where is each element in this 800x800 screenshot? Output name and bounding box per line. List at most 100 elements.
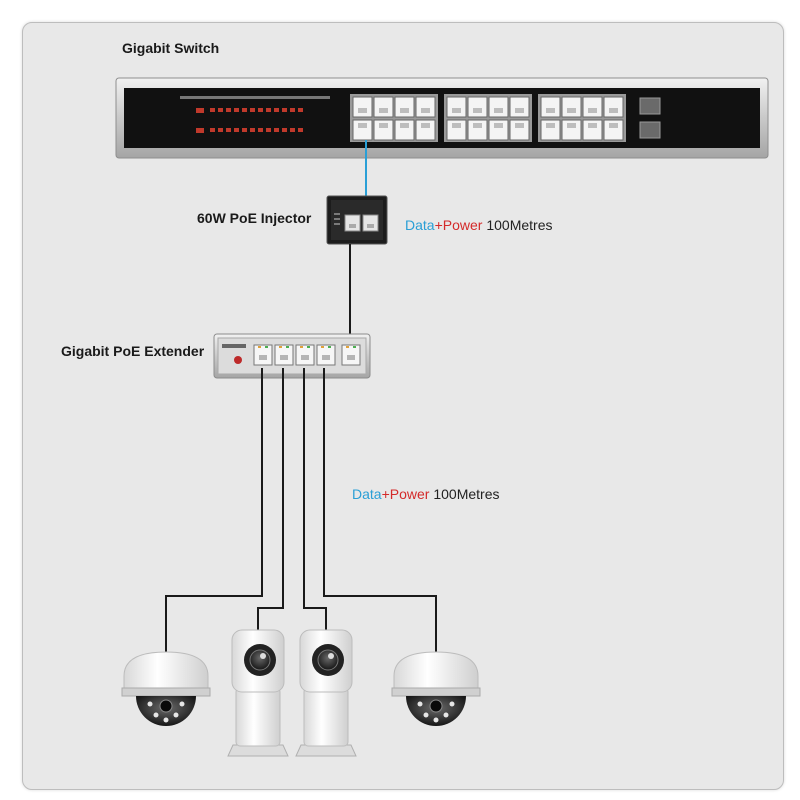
power-text: Power bbox=[389, 486, 430, 502]
switch-status-led bbox=[242, 108, 247, 112]
port-led bbox=[307, 346, 310, 348]
port-latch bbox=[280, 355, 288, 360]
switch-status-led bbox=[226, 108, 231, 112]
switch-sfp-port bbox=[639, 97, 661, 115]
port-latch bbox=[400, 123, 409, 128]
port-latch bbox=[322, 355, 330, 360]
injector-rj45-port bbox=[344, 214, 361, 232]
extender-power-led bbox=[234, 356, 242, 364]
switch-rj45-port bbox=[394, 119, 415, 141]
port-led bbox=[353, 346, 356, 348]
switch-status-led bbox=[218, 108, 223, 112]
switch-rj45-port bbox=[540, 96, 561, 118]
port-latch bbox=[588, 123, 597, 128]
poe-injector bbox=[326, 195, 388, 245]
distance-text: 100Metres bbox=[486, 217, 553, 233]
port-latch bbox=[546, 108, 555, 113]
port-latch bbox=[400, 108, 409, 113]
port-latch bbox=[301, 355, 309, 360]
port-led bbox=[346, 346, 349, 348]
switch-rj45-port bbox=[415, 119, 436, 141]
switch-status-led bbox=[218, 128, 223, 132]
cube-camera-1 bbox=[227, 629, 289, 757]
switch-rj45-port bbox=[540, 119, 561, 141]
link-label-cameras: Data+Power 100Metres bbox=[352, 486, 500, 502]
distance-text: 100Metres bbox=[433, 486, 500, 502]
switch-status-leds bbox=[180, 96, 330, 133]
switch-rj45-port bbox=[582, 119, 603, 141]
switch-status-led bbox=[290, 128, 295, 132]
port-latch bbox=[379, 123, 388, 128]
switch-rj45-port bbox=[509, 119, 530, 141]
switch-status-led bbox=[298, 128, 303, 132]
plus-text: + bbox=[434, 217, 443, 233]
port-latch bbox=[515, 123, 524, 128]
port-led bbox=[258, 346, 261, 348]
switch-status-led bbox=[210, 128, 215, 132]
port-led bbox=[321, 346, 324, 348]
switch-status-led bbox=[250, 108, 255, 112]
switch-rj45-port bbox=[488, 119, 509, 141]
switch-status-led bbox=[234, 128, 239, 132]
switch-label: Gigabit Switch bbox=[122, 40, 220, 56]
switch-rj45-port bbox=[394, 96, 415, 118]
switch-rj45-port bbox=[488, 96, 509, 118]
port-latch bbox=[421, 123, 430, 128]
switch-status-led bbox=[282, 108, 287, 112]
data-text: Data bbox=[352, 486, 382, 502]
camera-cable-2 bbox=[257, 368, 284, 630]
cube-camera-2 bbox=[295, 629, 357, 757]
switch-rj45-port bbox=[561, 96, 582, 118]
switch-status-led bbox=[274, 108, 279, 112]
switch-rj45-port bbox=[352, 96, 373, 118]
link-label-injector: Data+Power 100Metres bbox=[405, 217, 553, 233]
switch-rj45-port bbox=[603, 119, 624, 141]
port-led bbox=[265, 346, 268, 348]
port-latch bbox=[473, 108, 482, 113]
port-latch bbox=[473, 123, 482, 128]
port-latch bbox=[567, 123, 576, 128]
switch-rj45-port bbox=[582, 96, 603, 118]
port-latch bbox=[567, 108, 576, 113]
switch-status-led bbox=[242, 128, 247, 132]
switch-status-led bbox=[210, 108, 215, 112]
port-latch bbox=[494, 108, 503, 113]
switch-model-text bbox=[180, 96, 330, 99]
dome-camera-2 bbox=[391, 651, 481, 726]
port-latch bbox=[379, 108, 388, 113]
switch-status-led bbox=[266, 108, 271, 112]
switch-status-led bbox=[274, 128, 279, 132]
port-led bbox=[279, 346, 282, 348]
switch-status-led bbox=[266, 128, 271, 132]
switch-led-group-marker bbox=[196, 128, 204, 133]
switch-status-led bbox=[298, 108, 303, 112]
switch-rj45-port bbox=[603, 96, 624, 118]
switch-rj45-port bbox=[373, 119, 394, 141]
switch-status-led bbox=[234, 108, 239, 112]
port-latch bbox=[515, 108, 524, 113]
switch-rj45-port bbox=[415, 96, 436, 118]
injector-label: 60W PoE Injector bbox=[197, 210, 312, 226]
switch-sfp-port bbox=[639, 121, 661, 139]
port-latch bbox=[347, 355, 355, 360]
switch-sfp-ports bbox=[639, 97, 661, 139]
port-latch bbox=[349, 224, 356, 228]
port-latch bbox=[546, 123, 555, 128]
camera-cable-3 bbox=[303, 368, 327, 630]
switch-status-led bbox=[226, 128, 231, 132]
switch-status-led bbox=[282, 128, 287, 132]
switch-status-led bbox=[258, 108, 263, 112]
port-latch bbox=[358, 108, 367, 113]
camera-cable-1 bbox=[165, 368, 263, 660]
port-latch bbox=[452, 123, 461, 128]
extender-label: Gigabit PoE Extender bbox=[61, 343, 205, 359]
port-latch bbox=[452, 108, 461, 113]
port-latch bbox=[588, 108, 597, 113]
poe-extender bbox=[213, 333, 371, 379]
port-led bbox=[300, 346, 303, 348]
switch-status-led bbox=[250, 128, 255, 132]
switch-rj45-port bbox=[446, 119, 467, 141]
port-latch bbox=[421, 108, 430, 113]
power-text: Power bbox=[442, 217, 483, 233]
